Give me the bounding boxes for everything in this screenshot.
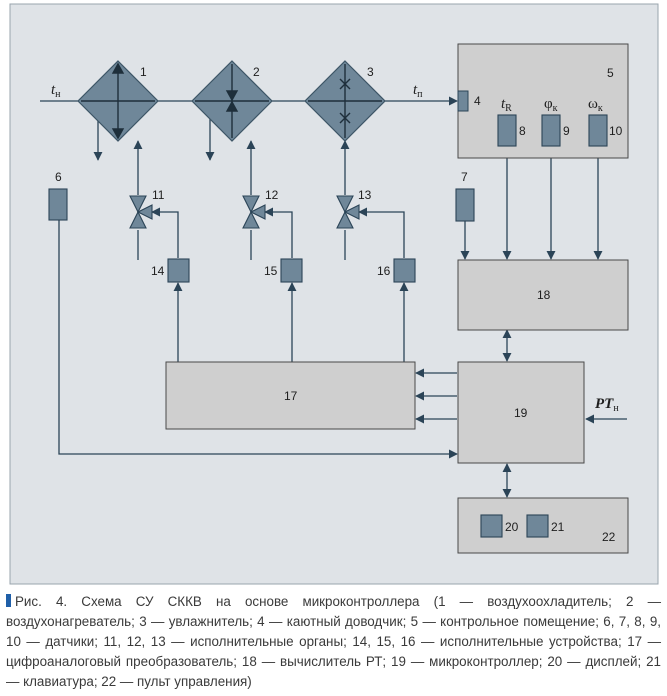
label-4: 4: [474, 94, 481, 108]
unit-2-arrow-top: [225, 90, 239, 102]
label-14: 14: [151, 264, 165, 278]
label-8: 8: [519, 124, 526, 138]
actuator-15: [280, 258, 303, 283]
valve-11-side: [136, 204, 153, 220]
sensor-10: [588, 114, 608, 147]
valve-12-side: [249, 204, 266, 220]
sensor-6-to-19: [58, 220, 458, 459]
system-diagram: 1 2 3 4 5 6 7 8 9 10 11 12 13 14 15 16 1…: [9, 3, 659, 585]
valve-11-top: [129, 195, 147, 214]
sensor-7: [455, 188, 475, 222]
unit-1-arrow-up: [111, 62, 125, 74]
dac-block: [165, 361, 416, 430]
actuator-16: [393, 258, 416, 283]
actuator-16-link: [358, 207, 405, 258]
label-18: 18: [537, 288, 551, 302]
microcontroller-block: [457, 361, 585, 464]
unit-1-arrow-down: [111, 128, 125, 140]
valve-13-top: [336, 195, 354, 214]
label-15: 15: [264, 264, 278, 278]
label-3: 3: [367, 65, 374, 79]
sensor-6: [48, 188, 68, 221]
label-11: 11: [152, 188, 165, 202]
cabin-unit-4: [457, 90, 469, 112]
valve-11-bottom: [129, 210, 147, 229]
valve-12-bottom: [242, 210, 260, 229]
valve-12-top: [242, 195, 260, 214]
valve-13-bottom: [336, 210, 354, 229]
caption-marker: [6, 594, 11, 607]
sensor-9: [541, 114, 561, 147]
label-17: 17: [284, 389, 298, 403]
label-1: 1: [140, 65, 147, 79]
caption-text: Рис. 4. Схема СУ СККВ на основе микрокон…: [6, 594, 661, 689]
keyboard-21: [526, 514, 549, 538]
unit-3-x-bottom-b: [339, 112, 351, 124]
label-6: 6: [55, 170, 62, 184]
signal-pt: PTн: [595, 396, 619, 414]
label-9: 9: [563, 124, 570, 138]
label-10: 10: [609, 124, 623, 138]
label-7: 7: [461, 170, 468, 184]
signal-t-room: tR: [501, 96, 512, 114]
label-13: 13: [358, 188, 372, 202]
valve-13-side: [343, 204, 360, 220]
label-22: 22: [602, 530, 616, 544]
signal-t-inlet: tн: [51, 82, 61, 100]
actuator-14-link: [151, 207, 179, 258]
pt-calculator-block: [457, 259, 629, 331]
signal-phi: φк: [544, 96, 558, 114]
signal-t-supply: tп: [413, 82, 423, 100]
unit-3-x-top-b: [339, 78, 351, 90]
label-16: 16: [377, 264, 391, 278]
label-21: 21: [551, 520, 565, 534]
display-20: [480, 514, 503, 538]
label-12: 12: [265, 188, 279, 202]
actuator-14: [167, 258, 190, 283]
label-19: 19: [514, 406, 528, 420]
actuator-15-link: [264, 207, 293, 258]
label-2: 2: [253, 65, 260, 79]
figure-caption: Рис. 4. Схема СУ СККВ на основе микрокон…: [6, 592, 661, 692]
label-20: 20: [505, 520, 519, 534]
signal-omega: ωк: [588, 96, 603, 114]
label-5: 5: [607, 66, 614, 80]
sensor-8: [497, 114, 517, 147]
unit-2-arrow-bottom: [225, 100, 239, 112]
